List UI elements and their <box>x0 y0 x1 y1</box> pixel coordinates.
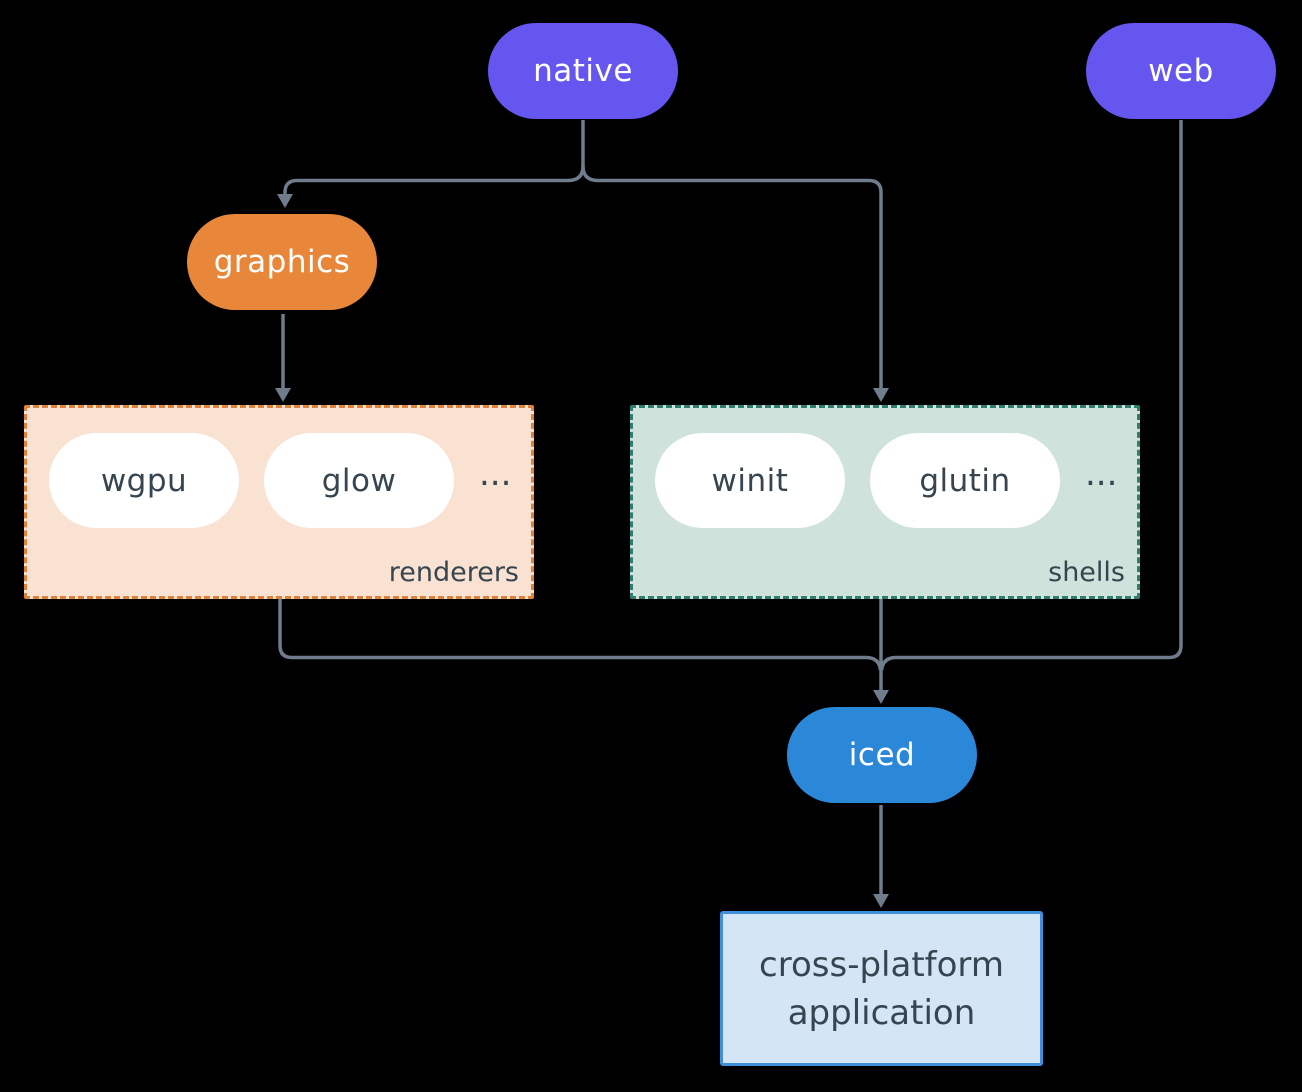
arrowhead-into-shells <box>873 388 889 402</box>
node-native-label: native <box>533 53 633 89</box>
arrowhead-into-iced <box>873 690 889 704</box>
group-shells: winit glutin ... shells <box>630 405 1140 599</box>
node-graphics-label: graphics <box>213 244 351 280</box>
node-iced-label: iced <box>848 737 916 773</box>
node-graphics: graphics <box>187 214 377 310</box>
node-web: web <box>1086 23 1276 119</box>
node-wgpu-label: wgpu <box>100 462 188 499</box>
node-native: native <box>488 23 678 119</box>
node-web-label: web <box>1148 53 1214 89</box>
renderers-ellipsis: ... <box>479 454 512 494</box>
connector-native-fork-right <box>581 165 883 390</box>
node-glutin: glutin <box>870 433 1060 528</box>
node-cross-platform-application: cross-platform application <box>720 911 1043 1066</box>
connector-native-fork-left <box>283 165 585 196</box>
arrowhead-into-graphics <box>277 194 293 208</box>
shells-ellipsis: ... <box>1085 454 1118 494</box>
arrowhead-into-application <box>873 894 889 908</box>
node-iced: iced <box>787 707 977 803</box>
group-renderers: wgpu glow ... renderers <box>24 405 534 599</box>
node-winit-label: winit <box>711 462 789 499</box>
shells-group-label: shells <box>1048 557 1125 588</box>
arrowhead-into-renderers <box>275 388 291 402</box>
renderers-group-label: renderers <box>388 557 519 588</box>
application-label-line2: application <box>787 992 976 1033</box>
node-wgpu: wgpu <box>49 433 239 528</box>
connector-renderers-to-merge <box>278 599 883 671</box>
node-glutin-label: glutin <box>919 462 1011 499</box>
node-glow-label: glow <box>321 462 397 499</box>
node-glow: glow <box>264 433 454 528</box>
node-winit: winit <box>655 433 845 528</box>
application-label-line1: cross-platform <box>759 944 1004 985</box>
